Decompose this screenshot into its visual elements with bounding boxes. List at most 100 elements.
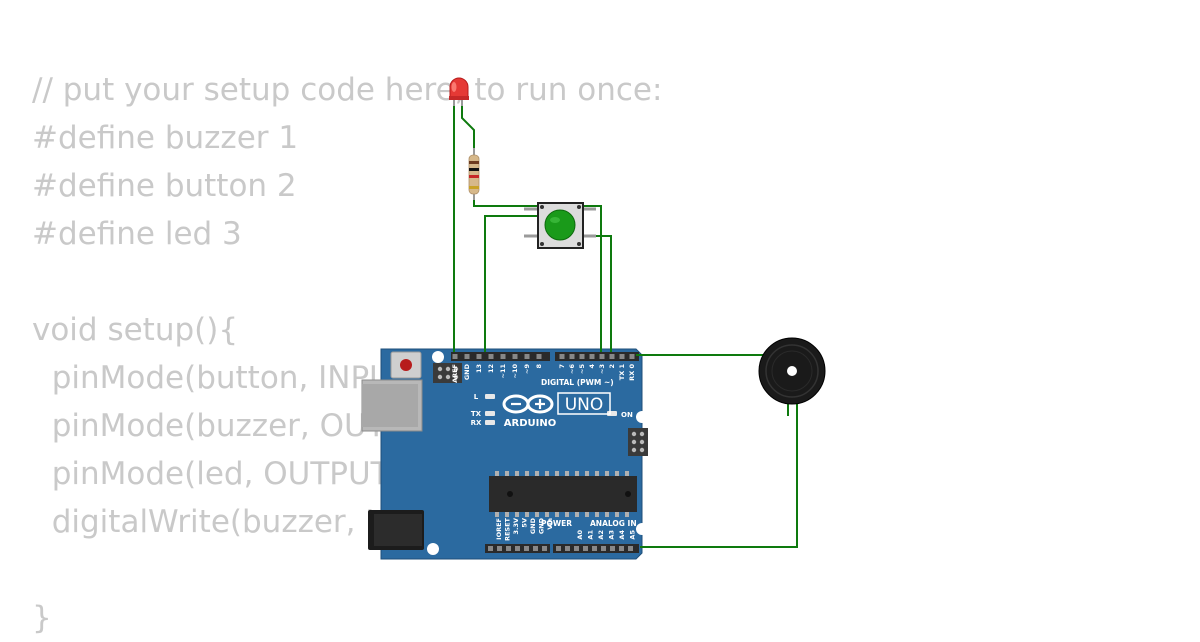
power-pin-label: RESET xyxy=(504,517,512,541)
header-pin[interactable] xyxy=(536,354,542,359)
digital-pin-label: ~11 xyxy=(499,364,507,379)
header-pin[interactable] xyxy=(464,354,470,359)
code-line: #define buzzer 1 xyxy=(32,120,299,156)
svg-text:ON: ON xyxy=(621,411,633,419)
mounting-hole xyxy=(432,351,444,363)
header-pin[interactable] xyxy=(524,354,530,359)
uno-badge: UNO xyxy=(557,392,611,415)
header-pin[interactable] xyxy=(574,546,579,551)
power-pin-label: IOREF xyxy=(495,518,503,540)
header-pin[interactable] xyxy=(599,354,605,359)
code-line: #define led 3 xyxy=(32,216,242,252)
header-pin[interactable] xyxy=(506,546,511,551)
header-pin[interactable] xyxy=(559,354,565,359)
analog-pin-label: A0 xyxy=(576,530,584,540)
onboard-led-l: L xyxy=(474,393,495,401)
header-pin[interactable] xyxy=(609,354,615,359)
digital-pin-label: 13 xyxy=(475,364,483,373)
wire-gnd-to-button[interactable] xyxy=(484,215,538,352)
svg-text:UNO: UNO xyxy=(565,395,604,415)
digital-pin-label: 12 xyxy=(487,364,495,373)
header-pin[interactable] xyxy=(512,354,518,359)
svg-text:RX: RX xyxy=(471,419,482,427)
power-header-label: POWER xyxy=(541,519,572,528)
onboard-led-tx: TX xyxy=(471,410,495,418)
header-pin[interactable] xyxy=(488,546,493,551)
power-pin-label: GND xyxy=(538,517,546,534)
header-pin[interactable] xyxy=(515,546,520,551)
piezo-buzzer[interactable] xyxy=(758,337,826,405)
digital-pins xyxy=(452,354,635,359)
header-pin[interactable] xyxy=(629,354,635,359)
header-pin[interactable] xyxy=(619,354,625,359)
header-pin[interactable] xyxy=(583,546,588,551)
digital-pin-label: ~6 xyxy=(568,364,576,374)
header-pin[interactable] xyxy=(476,354,482,359)
wire-buzzer-to-gnd[interactable] xyxy=(640,398,798,548)
digital-pin-label: RX 0 xyxy=(628,364,636,381)
power-pin-label: Vin xyxy=(546,518,554,530)
digital-pin-label: ~10 xyxy=(511,364,519,379)
usb-connector xyxy=(361,379,423,432)
svg-text:L: L xyxy=(474,393,479,401)
onboard-led-rx: RX xyxy=(471,419,495,427)
bottom-pins xyxy=(488,546,633,551)
mounting-hole xyxy=(636,523,648,535)
icsp-header-right xyxy=(628,428,648,456)
header-pin[interactable] xyxy=(601,546,606,551)
analog-header-label: ANALOG IN xyxy=(590,519,637,528)
resistor[interactable] xyxy=(468,148,480,200)
header-pin[interactable] xyxy=(542,546,547,551)
digital-pin-label: 7 xyxy=(558,364,566,369)
power-pin-label: GND xyxy=(529,517,537,534)
header-pin[interactable] xyxy=(619,546,624,551)
header-pin[interactable] xyxy=(592,546,597,551)
digital-pin-label: GND xyxy=(463,363,471,380)
wire-resistor-to-button[interactable] xyxy=(473,196,538,207)
power-jack xyxy=(368,510,424,550)
digital-pin-label: 8 xyxy=(535,364,543,369)
wire-led-to-resistor[interactable] xyxy=(461,106,475,152)
digital-pin-label: TX 1 xyxy=(618,364,626,381)
code-line: void setup(){ xyxy=(32,312,239,348)
digital-pin-label: 2 xyxy=(608,364,616,369)
digital-pin-label: AREF xyxy=(451,364,459,383)
header-pin[interactable] xyxy=(488,354,494,359)
header-pin[interactable] xyxy=(565,546,570,551)
power-pin-label: 3.3V xyxy=(512,518,520,535)
push-button[interactable] xyxy=(524,202,596,249)
mounting-hole xyxy=(427,543,439,555)
power-pin-label: 5V xyxy=(521,518,529,528)
reset-button[interactable] xyxy=(390,351,422,379)
header-pin[interactable] xyxy=(556,546,561,551)
analog-pin-label: A4 xyxy=(618,530,626,540)
wire-button-to-pin2[interactable] xyxy=(584,235,612,352)
svg-text:TX: TX xyxy=(471,410,482,418)
red-led[interactable] xyxy=(449,77,469,106)
digital-header-label: DIGITAL (PWM ~) xyxy=(541,378,614,387)
wire-button-to-pin3[interactable] xyxy=(582,205,602,352)
microcontroller-chip xyxy=(489,471,637,517)
header-pin[interactable] xyxy=(610,546,615,551)
digital-pin-label: 4 xyxy=(588,364,596,369)
header-pin[interactable] xyxy=(533,546,538,551)
header-pin[interactable] xyxy=(569,354,575,359)
header-pin[interactable] xyxy=(589,354,595,359)
digital-pin-label: ~3 xyxy=(598,364,606,374)
header-pin[interactable] xyxy=(497,546,502,551)
header-pin[interactable] xyxy=(452,354,458,359)
header-pin[interactable] xyxy=(628,546,633,551)
header-pin[interactable] xyxy=(579,354,585,359)
analog-pin-label: A3 xyxy=(608,530,616,540)
header-pin[interactable] xyxy=(524,546,529,551)
header-pin[interactable] xyxy=(500,354,506,359)
brand-label: ARDUINO xyxy=(504,418,556,429)
icsp-header xyxy=(433,363,462,383)
code-line: // put your setup code here, to run once… xyxy=(32,72,663,108)
code-line: } xyxy=(32,600,52,636)
digital-pin-label: ~5 xyxy=(578,364,586,374)
